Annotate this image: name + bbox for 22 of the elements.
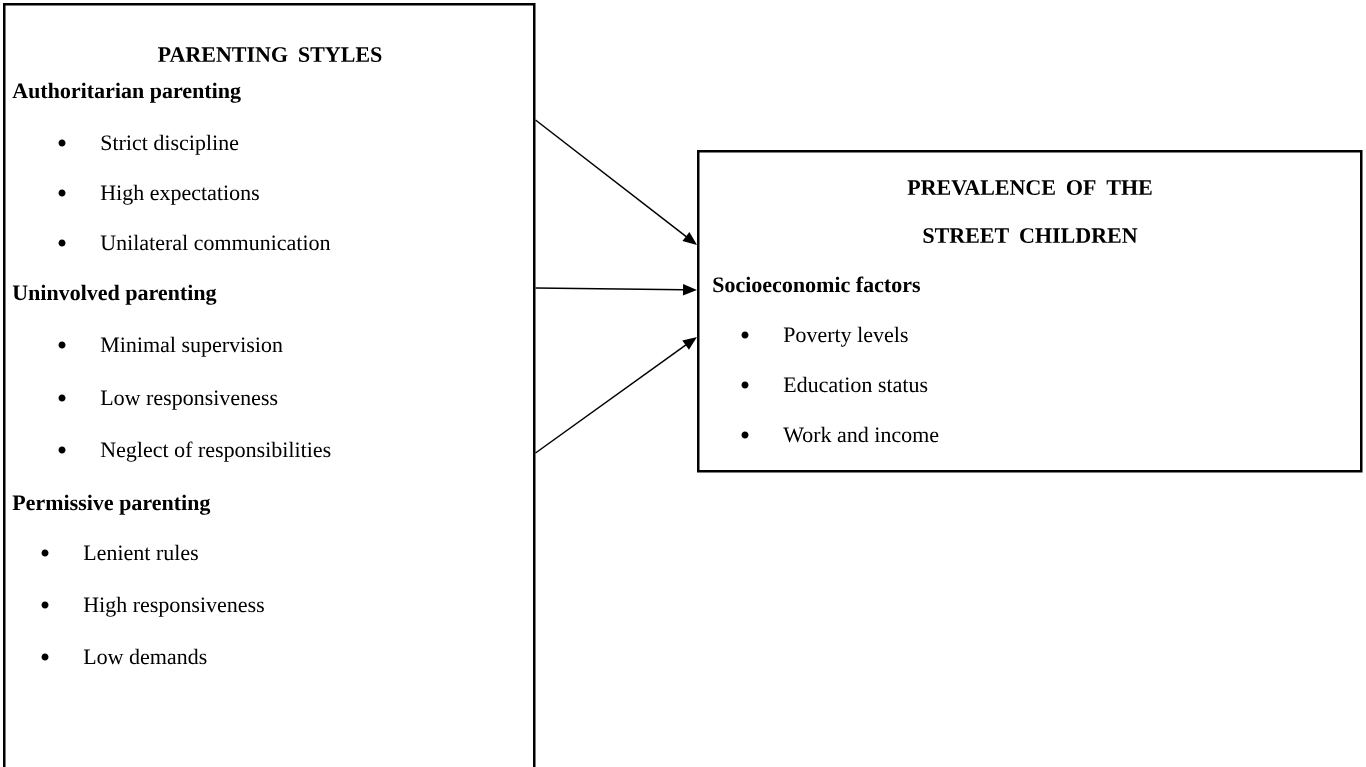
- text-box: [3, 3, 536, 767]
- list-item: Education status: [783, 376, 928, 393]
- subheading: Socioeconomic factors: [713, 276, 920, 293]
- text-box: [697, 150, 1363, 473]
- arrow: [534, 337, 697, 454]
- list-item: Low responsiveness: [100, 390, 278, 410]
- list-item: Lenient rules: [83, 544, 198, 561]
- arrow: [534, 119, 697, 245]
- list-item: Work and income: [783, 426, 939, 443]
- list-item: High expectations: [100, 184, 259, 205]
- list-item: Strict discipline: [101, 134, 239, 155]
- list-item: Poverty levels: [783, 326, 908, 347]
- list-item: Low demands: [83, 648, 207, 665]
- subheading: Uninvolved parenting: [12, 284, 217, 305]
- list-item: Unilateral communication: [100, 234, 331, 251]
- list-item: High responsiveness: [83, 596, 264, 617]
- list-item: Minimal supervision: [100, 336, 283, 357]
- subheading: Permissive parenting: [12, 494, 211, 515]
- box-heading: PARENTING STYLES: [158, 47, 382, 62]
- list-item: Neglect of responsibilities: [100, 441, 331, 462]
- box-heading: PREVALENCE OF THE STREET CHILDREN: [907, 180, 1152, 243]
- subheading: Authoritarian parenting: [12, 82, 241, 103]
